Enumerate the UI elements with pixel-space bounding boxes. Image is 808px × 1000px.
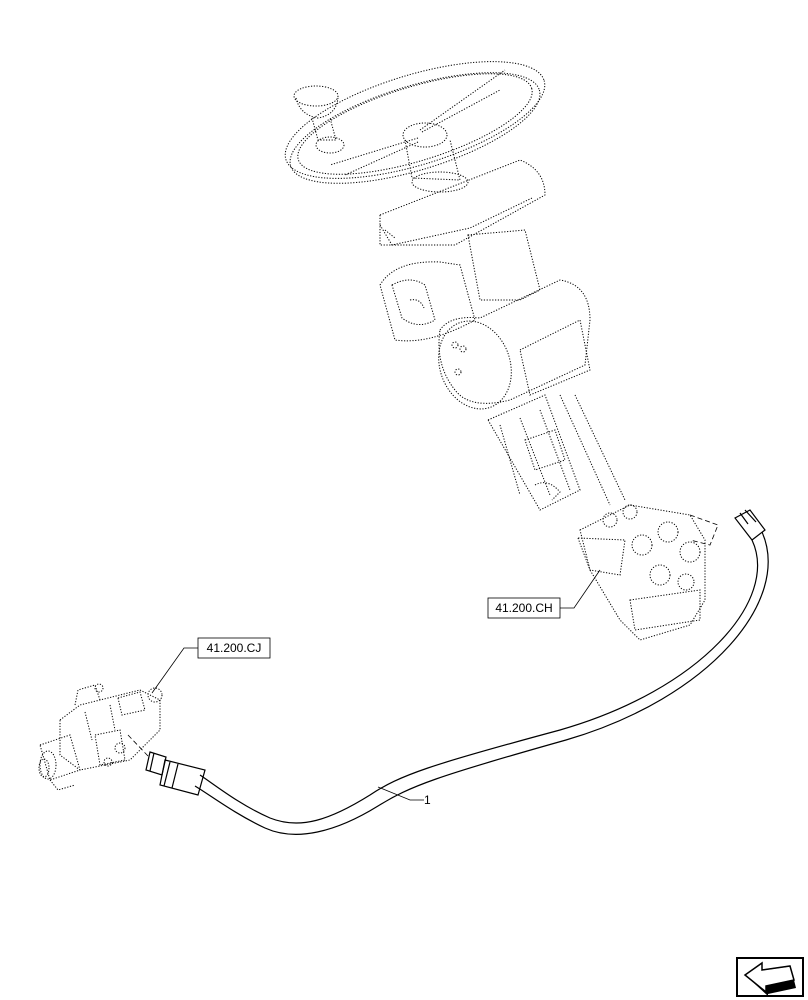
- next-page-arrow-icon[interactable]: [736, 957, 804, 997]
- reference-41-200-cj[interactable]: 41.200.CJ: [151, 637, 271, 694]
- callout-number-1: 1: [424, 793, 431, 807]
- callout-hose[interactable]: 1: [377, 786, 431, 807]
- steering-wheel: [284, 61, 546, 193]
- steering-valve: [38, 683, 163, 791]
- reference-label-cj: 41.200.CJ: [207, 641, 262, 655]
- spinner-knob: [293, 85, 345, 154]
- hydraulic-hose: [127, 509, 769, 835]
- steering-column: [379, 159, 626, 511]
- steering-unit: [577, 504, 719, 641]
- reference-41-200-ch[interactable]: 41.200.CH: [487, 569, 601, 619]
- reference-label-ch: 41.200.CH: [495, 601, 552, 615]
